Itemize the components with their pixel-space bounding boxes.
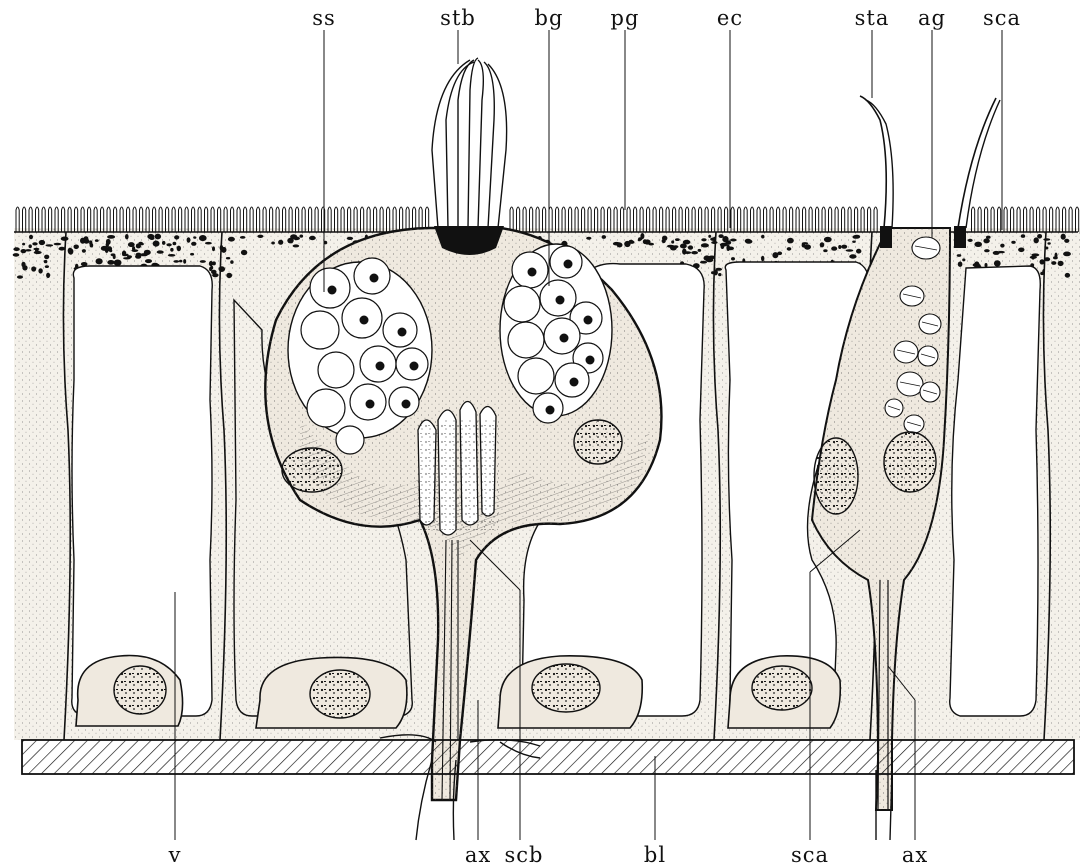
label-stb: stb (440, 6, 476, 30)
label-ss: ss (312, 6, 336, 30)
label-sta: sta (855, 6, 890, 30)
label-bl: bl (644, 843, 666, 867)
basal-lamina (22, 740, 1074, 774)
label-bg: bg (535, 6, 564, 30)
label-scb: scb (505, 843, 544, 867)
label-v: v (169, 843, 182, 867)
label-ag: ag (918, 6, 946, 30)
label-ec: ec (717, 6, 743, 30)
sensory-bristles (432, 58, 507, 228)
label-ax-right: ax (902, 843, 928, 867)
label-pg: pg (611, 6, 640, 30)
label-ax-left: ax (465, 843, 491, 867)
label-sca-bottom: sca (791, 843, 829, 867)
label-sca-top: sca (983, 6, 1021, 30)
